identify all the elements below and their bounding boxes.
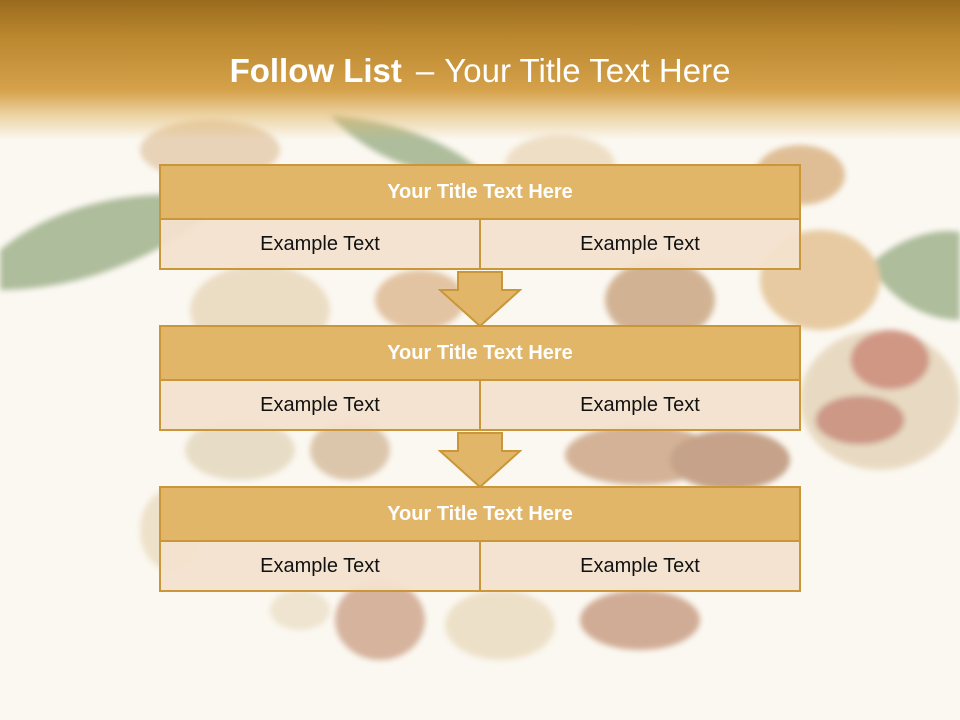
title-separator: – xyxy=(415,52,435,89)
title-bold-part: Follow List xyxy=(229,52,402,89)
block-cell-right: Example Text xyxy=(481,542,801,592)
list-block-2: Your Title Text Here Example Text Exampl… xyxy=(159,325,801,431)
slide-title: Follow List–Your Title Text Here xyxy=(0,52,960,90)
block-cell-left: Example Text xyxy=(159,542,481,592)
block-title: Your Title Text Here xyxy=(159,164,801,220)
block-row: Example Text Example Text xyxy=(159,542,801,592)
block-cell-right: Example Text xyxy=(481,220,801,270)
block-cell-right: Example Text xyxy=(481,381,801,431)
block-cell-left: Example Text xyxy=(159,381,481,431)
title-rest-part: Your Title Text Here xyxy=(444,52,731,89)
list-block-3: Your Title Text Here Example Text Exampl… xyxy=(159,486,801,592)
down-arrow-icon xyxy=(438,271,522,328)
title-bar xyxy=(0,0,960,140)
block-title: Your Title Text Here xyxy=(159,486,801,542)
block-row: Example Text Example Text xyxy=(159,381,801,431)
block-cell-left: Example Text xyxy=(159,220,481,270)
block-row: Example Text Example Text xyxy=(159,220,801,270)
down-arrow-icon xyxy=(438,432,522,489)
block-title: Your Title Text Here xyxy=(159,325,801,381)
list-block-1: Your Title Text Here Example Text Exampl… xyxy=(159,164,801,270)
